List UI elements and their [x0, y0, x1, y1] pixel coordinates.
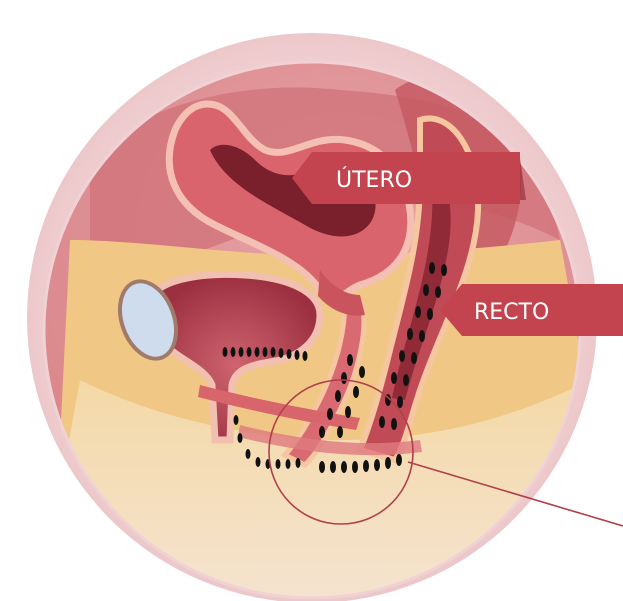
lesion-dot: [429, 262, 435, 274]
lesion-dot: [353, 386, 359, 398]
lesion-dot: [279, 348, 284, 358]
lesion-dot: [403, 374, 409, 386]
lesion-dot: [223, 347, 228, 357]
lesion-dot: [263, 347, 268, 357]
lesion-dot: [352, 461, 358, 473]
lesion-dot: [423, 284, 429, 296]
lesion-dot: [341, 461, 347, 473]
lesion-dot: [330, 461, 336, 473]
lesion-dot: [296, 458, 301, 468]
lesion-dot: [397, 396, 403, 408]
lesion-dot: [234, 415, 239, 425]
lesion-dot: [419, 330, 425, 342]
lesion-dot: [379, 416, 385, 428]
rectum-label-tag: RECTO: [440, 284, 623, 336]
rectum-label: RECTO: [474, 300, 549, 325]
lesion-dot: [337, 426, 343, 438]
lesion-dot: [415, 306, 421, 318]
lesion-dot: [255, 347, 260, 357]
lesion-dot: [319, 426, 325, 438]
lesion-dot: [238, 433, 243, 443]
lesion-dot: [385, 457, 391, 469]
lesion-dot: [399, 350, 405, 362]
lesion-dot: [441, 264, 447, 276]
lesion-dot: [303, 351, 308, 361]
lesion-dot: [363, 460, 369, 472]
lesion-dot: [276, 459, 281, 469]
lesion-dot: [287, 349, 292, 359]
lesion-dot: [319, 461, 325, 473]
lesion-dot: [247, 347, 252, 357]
lesion-dot: [231, 347, 236, 357]
lesion-dot: [347, 354, 353, 366]
lesion-dot: [295, 350, 300, 360]
uterus-label: ÚTERO: [336, 167, 412, 193]
lesion-dot: [374, 459, 380, 471]
lesion-dot: [427, 308, 433, 320]
lesion-dot: [411, 352, 417, 364]
lesion-dot: [246, 449, 251, 459]
uterus-label-tag: ÚTERO: [292, 152, 526, 204]
lesion-dot: [256, 457, 261, 467]
lesion-dot: [335, 390, 341, 402]
lesion-dot: [435, 286, 441, 298]
lesion-dot: [239, 347, 244, 357]
lesion-dot: [391, 372, 397, 384]
lesion-dot: [391, 418, 397, 430]
lesion-dot: [359, 366, 365, 378]
lesion-dot: [327, 408, 333, 420]
lesion-dot: [286, 459, 291, 469]
lesion-dot: [396, 454, 402, 466]
lesion-dot: [271, 347, 276, 357]
lesion-dot: [407, 328, 413, 340]
lesion-dot: [341, 372, 347, 384]
lesion-dot: [345, 406, 351, 418]
